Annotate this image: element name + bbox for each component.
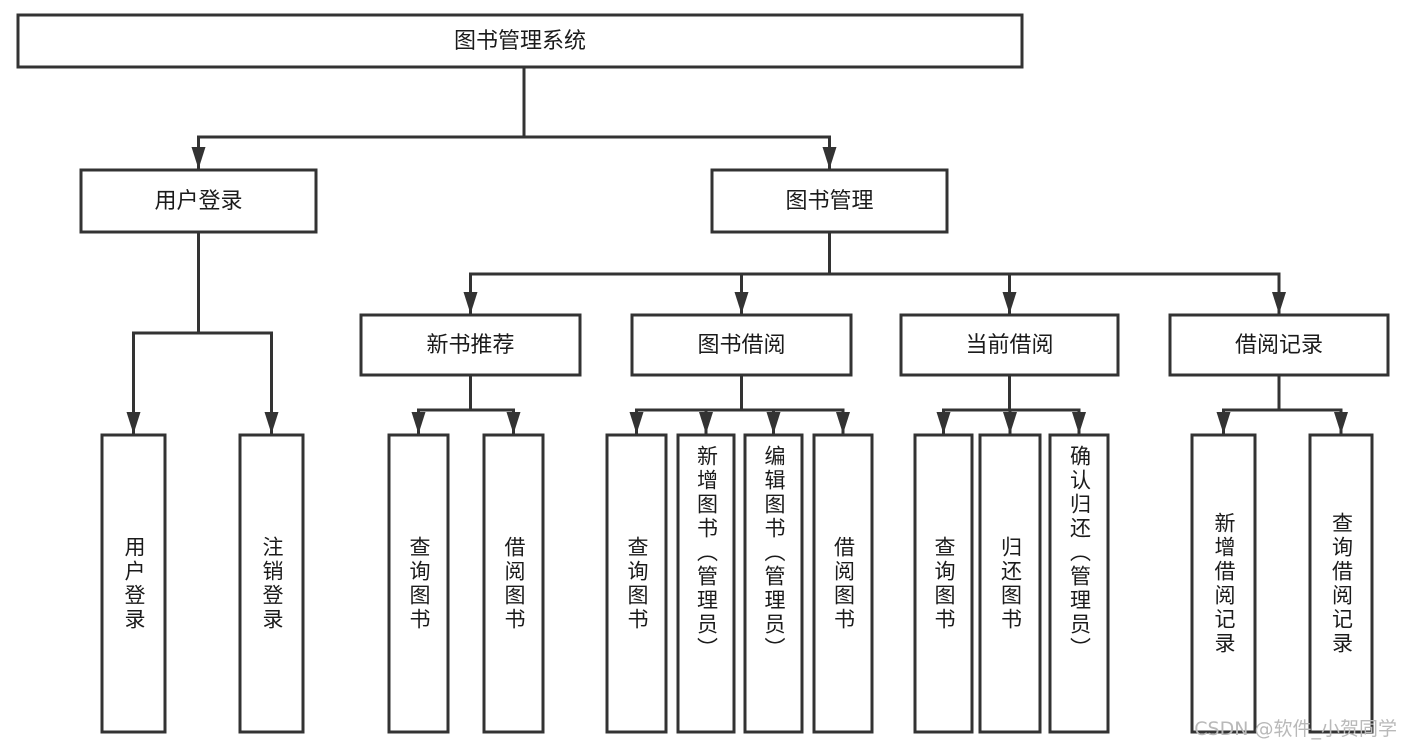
watermark-text: CSDN @软件_小贺同学 bbox=[1194, 718, 1397, 740]
arrow-head-icon bbox=[1072, 412, 1086, 434]
node-leaf-query-record[interactable] bbox=[1308, 433, 1374, 734]
node-box-book-borrow bbox=[630, 313, 853, 377]
node-leaf-query-book-2[interactable] bbox=[605, 433, 668, 734]
node-box-leaf-borrow-book-1 bbox=[482, 433, 545, 734]
connectors-layer bbox=[126, 65, 1348, 435]
node-leaf-add-book[interactable] bbox=[676, 433, 736, 734]
node-label-borrow-record: 借阅记录 bbox=[1235, 333, 1323, 358]
node-leaf-query-book-1[interactable] bbox=[387, 433, 450, 734]
node-leaf-confirm-return[interactable] bbox=[1048, 433, 1110, 734]
arrow-head-icon bbox=[1003, 412, 1017, 434]
arrow-head-icon bbox=[836, 412, 850, 434]
node-leaf-user-login[interactable] bbox=[100, 433, 167, 734]
node-box-leaf-logout bbox=[238, 433, 305, 734]
node-label-root: 图书管理系统 bbox=[454, 29, 586, 54]
node-new-book-rec[interactable]: 新书推荐 bbox=[359, 313, 582, 377]
arrow-head-icon bbox=[1002, 292, 1017, 314]
node-user-login[interactable]: 用户登录 bbox=[79, 168, 318, 234]
arrow-head-icon bbox=[126, 412, 141, 434]
node-box-leaf-borrow-book-2 bbox=[812, 433, 874, 734]
node-label-book-manage: 图书管理 bbox=[785, 189, 873, 214]
arrow-head-icon bbox=[463, 292, 478, 314]
node-leaf-return-book[interactable] bbox=[978, 433, 1042, 734]
arrow-head-icon bbox=[411, 412, 426, 434]
arrow-head-icon bbox=[936, 412, 951, 434]
node-box-leaf-confirm-return bbox=[1048, 433, 1110, 734]
node-box-leaf-query-record bbox=[1308, 433, 1374, 734]
node-box-leaf-edit-book bbox=[743, 433, 804, 734]
node-leaf-borrow-book-1[interactable] bbox=[482, 433, 545, 734]
node-leaf-logout[interactable] bbox=[238, 433, 305, 734]
node-box-leaf-user-login bbox=[100, 433, 167, 734]
node-borrow-record[interactable]: 借阅记录 bbox=[1168, 313, 1390, 377]
node-leaf-borrow-book-2[interactable] bbox=[812, 433, 874, 734]
arrow-head-icon bbox=[734, 292, 749, 314]
node-book-manage[interactable]: 图书管理 bbox=[710, 168, 949, 234]
node-label-book-borrow: 图书借阅 bbox=[697, 333, 785, 358]
node-box-root bbox=[16, 13, 1024, 69]
node-label-new-book-rec: 新书推荐 bbox=[426, 333, 514, 358]
node-box-leaf-query-book-3 bbox=[913, 433, 974, 734]
arrow-head-icon bbox=[766, 412, 781, 434]
node-label-current-borrow: 当前借阅 bbox=[965, 333, 1053, 358]
node-box-leaf-return-book bbox=[978, 433, 1042, 734]
arrow-head-icon bbox=[699, 412, 713, 434]
arrow-head-icon bbox=[1334, 412, 1348, 434]
node-leaf-edit-book[interactable] bbox=[743, 433, 804, 734]
node-box-leaf-query-book-1 bbox=[387, 433, 450, 734]
node-root[interactable]: 图书管理系统 bbox=[16, 13, 1024, 69]
node-book-borrow[interactable]: 图书借阅 bbox=[630, 313, 853, 377]
node-box-user-login bbox=[79, 168, 318, 234]
node-box-leaf-query-book-2 bbox=[605, 433, 668, 734]
node-box-new-book-rec bbox=[359, 313, 582, 377]
arrow-head-icon bbox=[1216, 412, 1231, 434]
node-current-borrow[interactable]: 当前借阅 bbox=[899, 313, 1120, 377]
arrow-head-icon bbox=[191, 147, 206, 169]
node-label-user-login: 用户登录 bbox=[154, 189, 242, 214]
node-box-leaf-add-record bbox=[1190, 433, 1257, 734]
node-leaf-add-record[interactable] bbox=[1190, 433, 1257, 734]
node-box-borrow-record bbox=[1168, 313, 1390, 377]
node-box-book-manage bbox=[710, 168, 949, 234]
arrow-head-icon bbox=[1272, 292, 1286, 314]
arrow-head-icon bbox=[264, 412, 279, 434]
arrow-head-icon bbox=[629, 412, 644, 434]
node-box-leaf-add-book bbox=[676, 433, 736, 734]
arrow-head-icon bbox=[822, 147, 837, 169]
arrow-head-icon bbox=[506, 412, 521, 434]
node-box-current-borrow bbox=[899, 313, 1120, 377]
node-leaf-query-book-3[interactable] bbox=[913, 433, 974, 734]
